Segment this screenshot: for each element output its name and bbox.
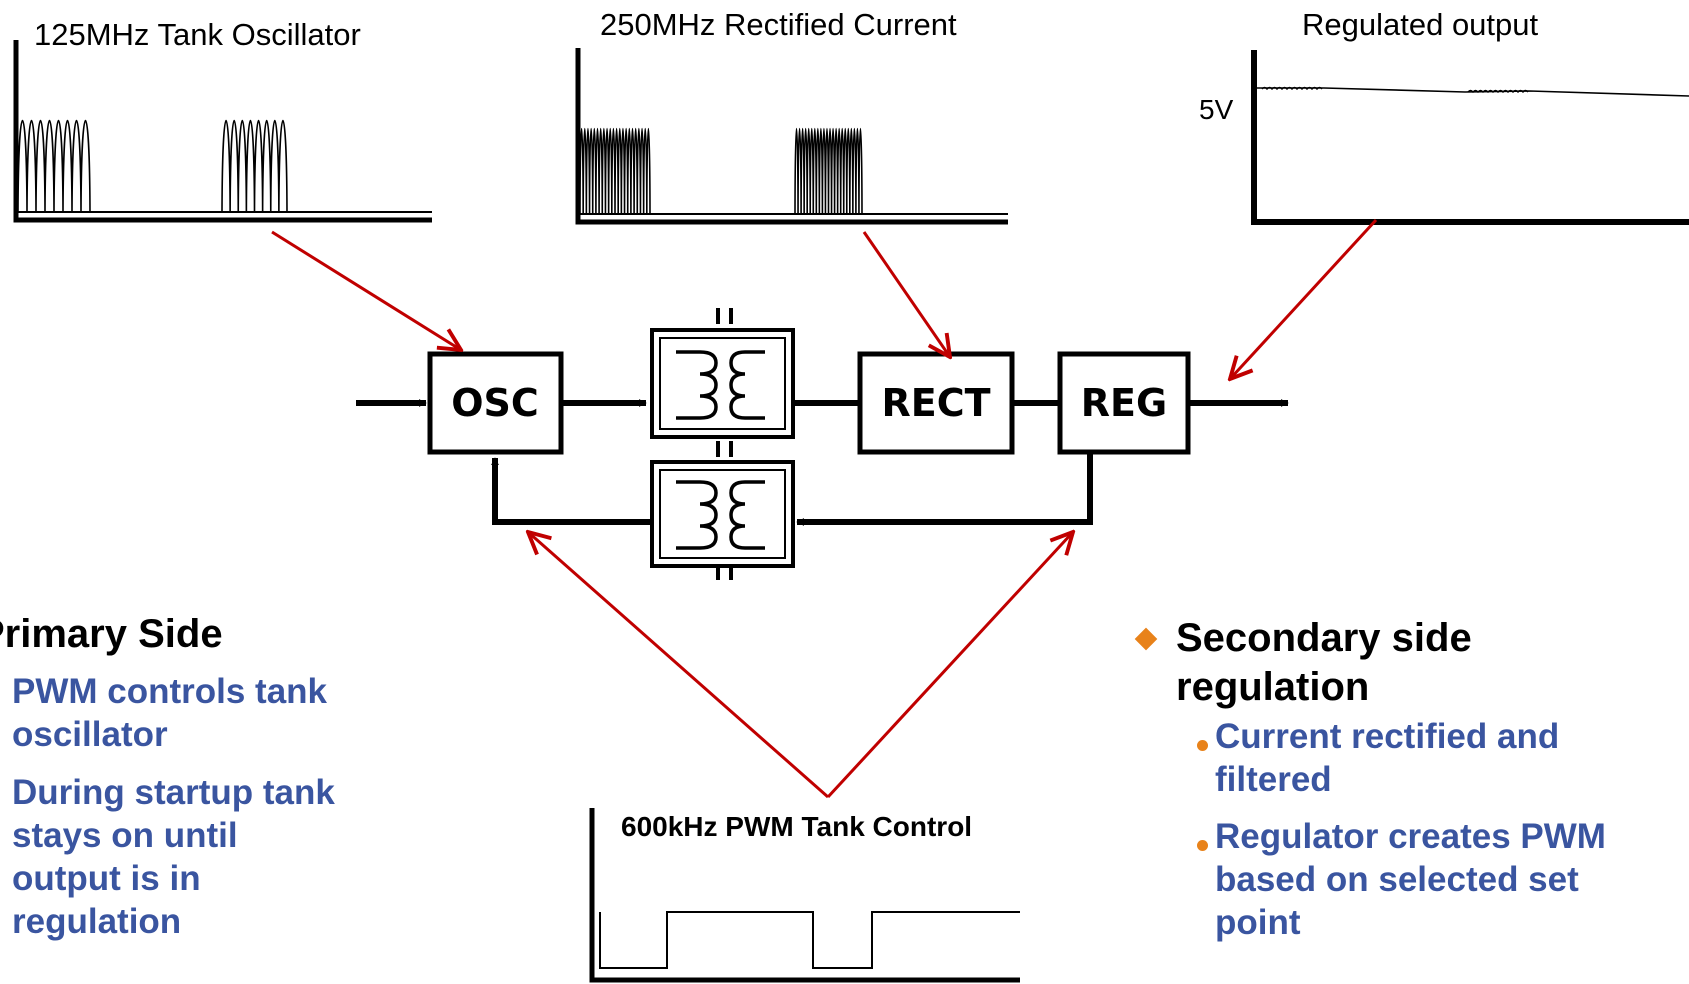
rectified-waveform: 250MHz Rectified Current (575, 7, 1008, 225)
secondary-bullet-2-line-2: based on selected set (1215, 860, 1579, 899)
reg-block-label: REG (1081, 381, 1167, 425)
arrow-pwm-to-secondary-feedback (826, 532, 1073, 799)
arrow-rectified-to-rect (862, 231, 950, 357)
power-transformer (650, 328, 795, 439)
feedback-to-osc (491, 457, 652, 525)
regulated-axes (1251, 50, 1689, 225)
oscillator-waveform: 125MHz Tank Oscillator (13, 17, 432, 223)
secondary-bullet-1-icon (1197, 740, 1208, 751)
pwm-trace (599, 911, 1020, 969)
pwm-waveform-title: 600kHz PWM Tank Control (621, 811, 972, 842)
secondary-bullet-1-line-2: filtered (1215, 760, 1332, 799)
rectified-waveform-title: 250MHz Rectified Current (600, 7, 957, 42)
rectified-axes (575, 48, 1008, 225)
primary-bullet-2-line-1: During startup tank (12, 773, 335, 812)
osc-block (427, 351, 564, 455)
regulated-ripple-2 (1467, 89, 1529, 94)
secondary-bullet-2-line-1: Regulator creates PWM (1215, 817, 1606, 856)
feedback-transformer (650, 460, 795, 568)
secondary-bullet-1-line-1: Current rectified and (1215, 717, 1560, 756)
pwm-axes (589, 808, 1020, 983)
arrow-pwm-to-primary-feedback (528, 532, 829, 799)
primary-bullet-1-line-1: PWM controls tank (12, 672, 328, 711)
primary-side-heading: Primary Side (0, 612, 223, 656)
secondary-bullet-2-icon (1197, 840, 1208, 851)
rectified-burst-2 (794, 127, 863, 215)
secondary-heading-line-1: Secondary side (1176, 616, 1472, 660)
feedback-to-transformer (796, 452, 1093, 526)
primary-bullet-1-line-2: oscillator (12, 715, 168, 754)
pwm-waveform: 600kHz PWM Tank Control (589, 808, 1020, 983)
arrow-oscillator-to-osc (271, 230, 461, 350)
regulated-waveform: Regulated output 5V (1199, 7, 1689, 225)
oscillator-burst-2 (221, 119, 288, 213)
rectified-burst-1 (579, 127, 651, 215)
secondary-heading-line-2: regulation (1176, 665, 1370, 709)
primary-winding (676, 350, 718, 420)
primary-bullet-2-line-4: regulation (12, 902, 182, 941)
block-diagram: OSC RECT REG (356, 308, 1289, 580)
annotation-arrows (271, 218, 1378, 799)
arrow-regulated-to-reg (1230, 218, 1378, 379)
regulated-level-label: 5V (1199, 94, 1234, 125)
reg-block (1057, 351, 1191, 455)
secondary-bullet-2-line-3: point (1215, 903, 1301, 942)
oscillator-axes (13, 40, 432, 223)
regulated-waveform-title: Regulated output (1302, 7, 1539, 42)
regulated-ripple-1 (1261, 86, 1323, 91)
oscillator-waveform-title: 125MHz Tank Oscillator (34, 17, 361, 52)
secondary-winding (729, 350, 765, 420)
oscillator-burst-1 (17, 119, 91, 213)
primary-bullet-2-line-2: stays on until (12, 816, 238, 855)
rect-block-label: RECT (881, 381, 990, 425)
osc-block-label: OSC (451, 381, 539, 425)
primary-bullet-2-line-3: output is in (12, 859, 201, 898)
